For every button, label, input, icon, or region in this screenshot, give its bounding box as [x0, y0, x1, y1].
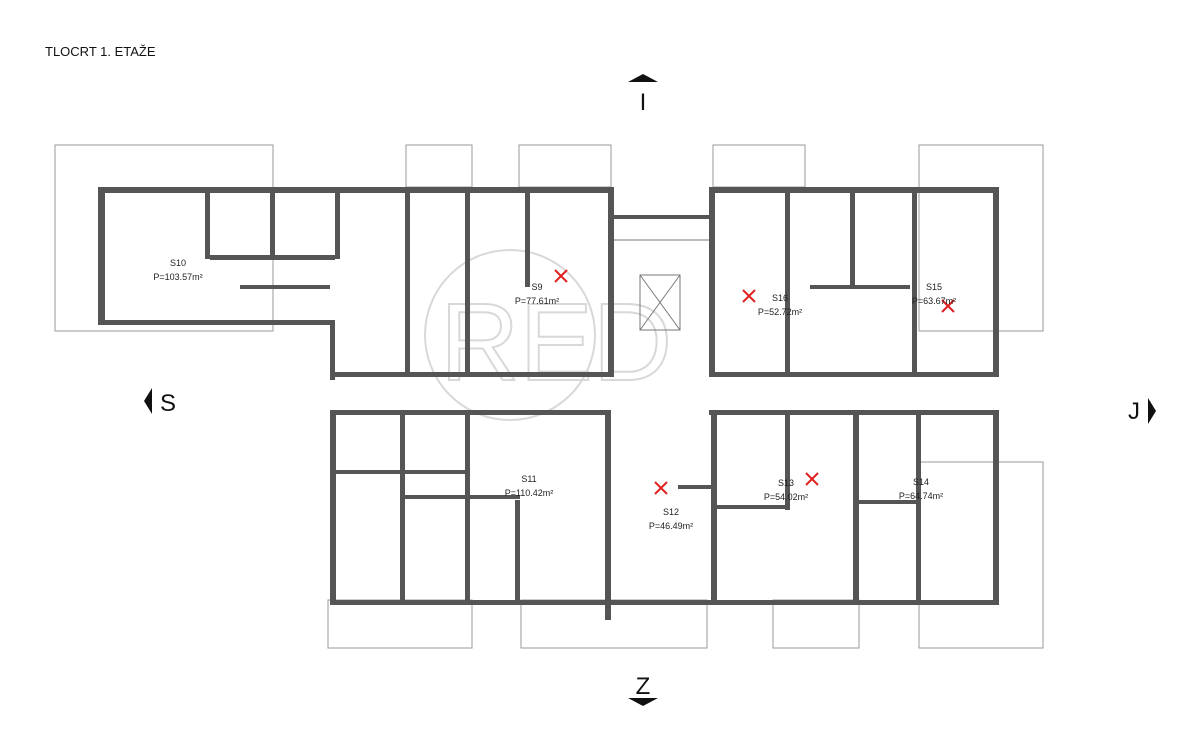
unit-id: S11 [521, 474, 536, 484]
wall [709, 372, 999, 377]
wall [515, 500, 520, 605]
balcony [712, 144, 806, 188]
wall [993, 410, 999, 605]
balcony [327, 599, 473, 649]
north-arrow-icon [628, 74, 658, 82]
unit-id: S16 [772, 293, 788, 303]
balcony [518, 144, 612, 188]
wall [850, 187, 855, 287]
wall [330, 320, 335, 380]
wall [98, 187, 613, 193]
wall [912, 187, 917, 377]
sold-mark-icon [941, 299, 955, 313]
unit-area: P=64.74m² [899, 491, 943, 501]
unit-area: P=52.72m² [758, 307, 802, 317]
unit-id: S14 [913, 477, 929, 487]
west-label: S [160, 390, 176, 417]
wall [270, 187, 275, 259]
wall [709, 187, 715, 377]
wall [336, 470, 466, 474]
wall [330, 410, 336, 605]
walls [98, 187, 999, 620]
balcony [405, 144, 473, 188]
wall [785, 187, 790, 377]
balcony [918, 461, 1044, 649]
sold-mark-icon [742, 289, 756, 303]
unit-id: S12 [663, 507, 679, 517]
unit-area: P=46.49m² [649, 521, 693, 531]
watermark-logo: RED [424, 249, 673, 421]
unit-area: P=54.02m² [764, 492, 808, 502]
sold-marks [554, 269, 955, 495]
unit-id: S15 [926, 282, 942, 292]
wall [205, 187, 210, 259]
north-label: I [640, 89, 647, 116]
compass: I Z S J [144, 74, 1156, 706]
wall [98, 320, 335, 325]
unit-id: S9 [531, 282, 542, 292]
unit-id: S10 [170, 258, 186, 268]
wall [810, 285, 910, 289]
wall [98, 187, 105, 325]
wall [859, 500, 919, 504]
sold-mark-icon [654, 481, 668, 495]
wall [400, 495, 520, 499]
svg-text:RED: RED [440, 281, 672, 404]
balcony [772, 599, 860, 649]
unit-area: P=77.61m² [515, 296, 559, 306]
balcony [918, 144, 1044, 332]
wall [717, 505, 787, 509]
south-arrow-icon [628, 698, 658, 706]
wall [465, 410, 470, 605]
wall [525, 187, 530, 287]
wall [608, 187, 614, 377]
wall [711, 410, 717, 605]
unit-area: P=63.67m² [912, 296, 956, 306]
wall [678, 485, 713, 489]
wall [210, 255, 335, 260]
unit-area: P=110.42m² [505, 488, 554, 498]
balcony [54, 144, 274, 332]
sold-mark-icon [554, 269, 568, 283]
wall [785, 410, 790, 510]
unit-area: P=103.57m² [153, 272, 202, 282]
unit-id: S13 [778, 478, 794, 488]
stair-core [614, 239, 709, 331]
south-label: Z [636, 673, 651, 700]
east-label: J [1128, 398, 1140, 425]
wall [400, 410, 405, 605]
wall [853, 410, 859, 605]
wall [916, 410, 921, 600]
wall [465, 187, 470, 377]
wall [405, 187, 410, 372]
wall [614, 215, 709, 219]
wall [993, 187, 999, 377]
plan-title: TLOCRT 1. ETAŽE [45, 44, 156, 59]
balcony [520, 599, 708, 649]
east-arrow-icon [1148, 398, 1156, 424]
wall [605, 410, 611, 620]
sold-mark-icon [805, 472, 819, 486]
west-arrow-icon [144, 388, 152, 414]
wall [330, 600, 999, 605]
wall [335, 187, 340, 259]
wall [240, 285, 330, 289]
